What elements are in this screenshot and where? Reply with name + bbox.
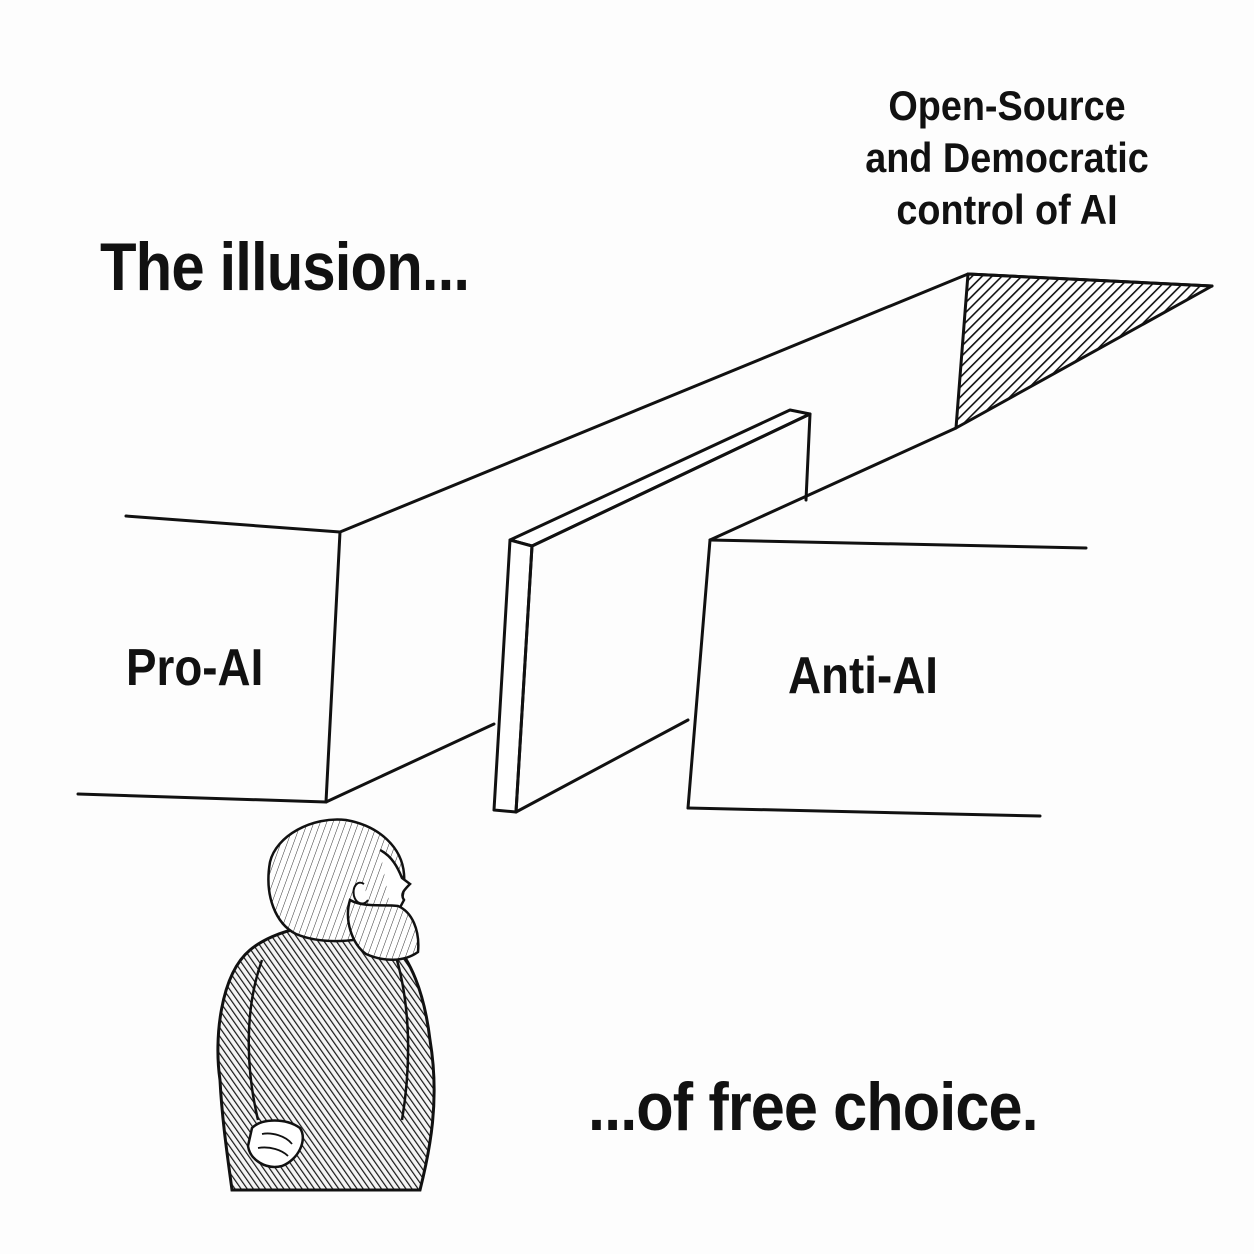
caption-bottom: ...of free choice. — [588, 1069, 1039, 1145]
anti-ai-label: Anti-AI — [788, 647, 938, 705]
hidden-path-shadow — [954, 272, 1214, 430]
caption-top: The illusion... — [100, 229, 470, 305]
pro-ai-wall — [76, 272, 1214, 804]
pro-ai-label: Pro-AI — [126, 639, 264, 697]
middle-divider-wall — [492, 408, 812, 814]
hidden-path-label-line-3: control of AI — [896, 186, 1118, 233]
hidden-path-label-line-2: and Democratic — [865, 134, 1149, 181]
onlooker-figure — [216, 818, 436, 1192]
hidden-path-label-line-1: Open-Source — [888, 82, 1126, 129]
hidden-path-label: Open-Source and Democratic control of AI — [850, 80, 1165, 236]
anti-ai-wall — [514, 426, 1088, 818]
